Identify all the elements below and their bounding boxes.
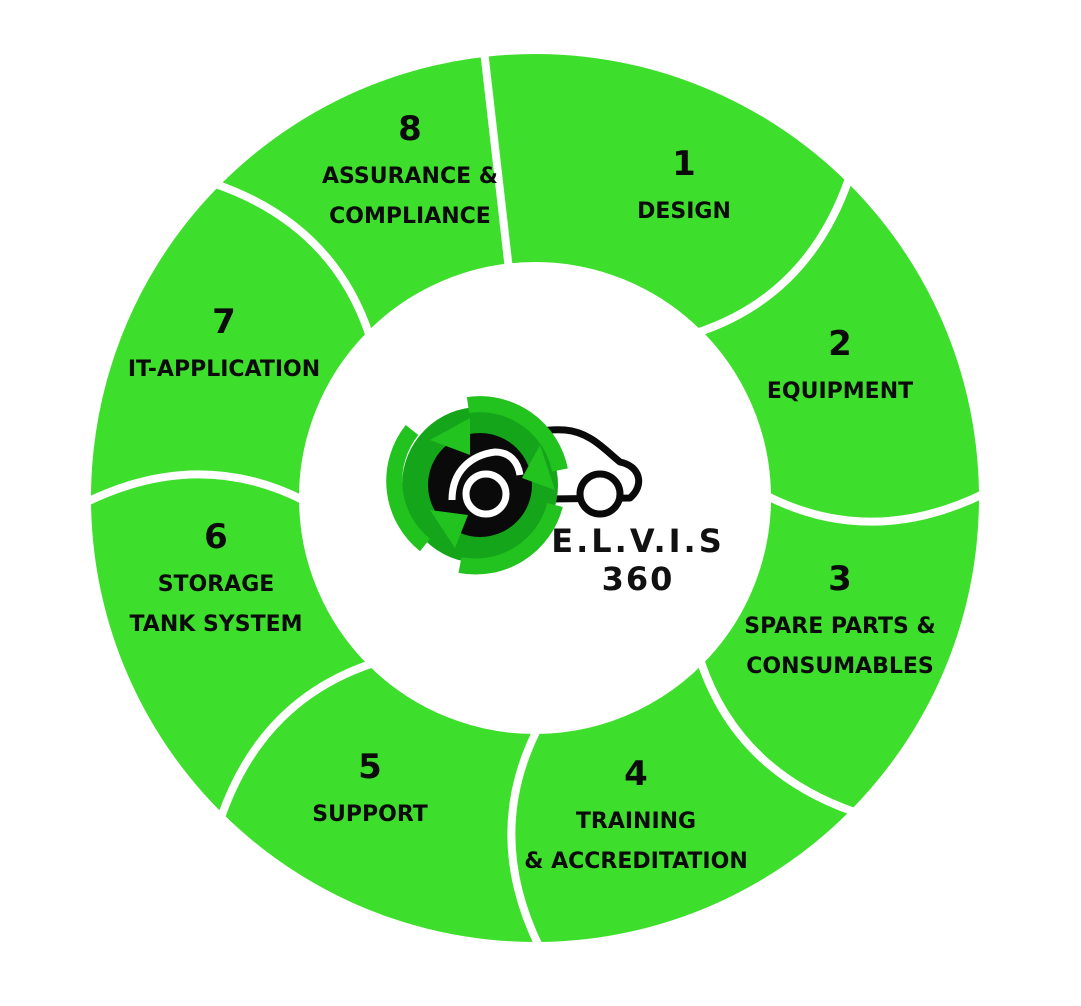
segment-title-line: ASSURANCE &: [322, 164, 498, 189]
segment-title-line: CONSUMABLES: [746, 654, 934, 679]
logo-name: E.L.V.I.S: [551, 522, 724, 560]
segment-number: 8: [398, 109, 422, 149]
segments-layer: [83, 46, 987, 950]
segment-number: 4: [624, 754, 648, 794]
center-logo: E.L.V.I.S 360: [386, 396, 724, 598]
segment-1: [480, 46, 854, 337]
segment-number: 7: [212, 302, 236, 342]
segment-title-line: & ACCREDITATION: [524, 849, 748, 874]
segment-title-line: SPARE PARTS &: [744, 614, 935, 639]
segment-number: 2: [828, 324, 852, 364]
segment-7: [83, 179, 374, 553]
segment-number: 6: [204, 517, 228, 557]
segment-title-line: TANK SYSTEM: [130, 612, 303, 637]
segment-title-line: EQUIPMENT: [767, 379, 913, 404]
segment-5: [216, 659, 590, 950]
segment-label-7: 7IT-APPLICATION: [128, 302, 320, 382]
segment-3: [696, 443, 987, 817]
segment-number: 3: [828, 559, 852, 599]
segment-number: 5: [358, 747, 382, 787]
segment-title-line: IT-APPLICATION: [128, 357, 320, 382]
segment-title-line: STORAGE: [158, 572, 275, 597]
recycle-car-icon: [386, 396, 643, 575]
segment-title-line: TRAINING: [576, 809, 696, 834]
segment-title-line: DESIGN: [637, 199, 731, 224]
logo-suffix: 360: [602, 560, 675, 598]
segment-number: 1: [672, 144, 696, 184]
segment-title-line: COMPLIANCE: [329, 204, 491, 229]
segment-title-line: SUPPORT: [312, 802, 428, 827]
